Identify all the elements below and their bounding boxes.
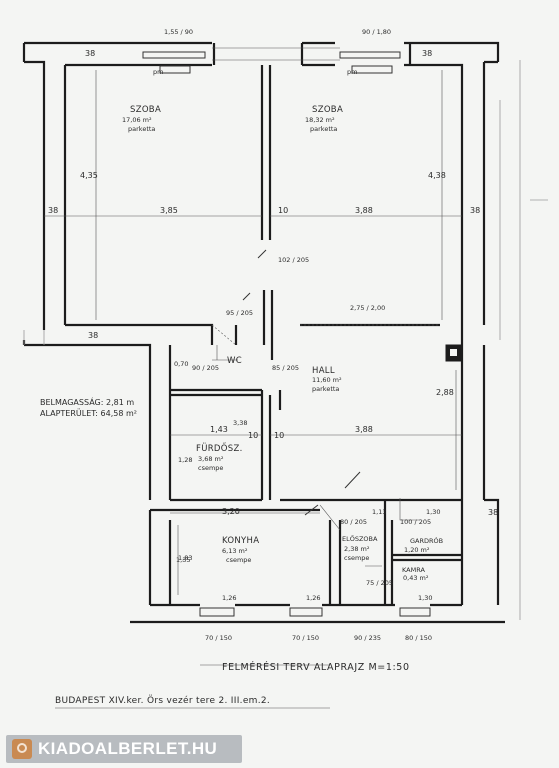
room-labels: SZOBA 17,06 m² parketta SZOBA 18,32 m² p… (40, 68, 443, 582)
parapet-label-left: pm (153, 68, 163, 76)
dim-label: 3,20 (222, 507, 240, 516)
room-name-furdo: FÜRDŐSZ. (196, 443, 243, 454)
room-area-szoba-1: 17,06 m² (122, 116, 152, 124)
dim-label: 1,30 (426, 508, 440, 516)
watermark-text: KIADOALBERLET.HU (38, 739, 218, 758)
dim-label: 38 (85, 49, 95, 58)
dim-label: 3,88 (355, 425, 373, 434)
room-area-eloszoba: 2,38 m² (344, 545, 370, 553)
dim-label: 3,38 (233, 419, 247, 427)
room-floor-eloszoba: csempe (344, 554, 369, 562)
room-floor-szoba-2: parketta (310, 125, 337, 133)
dim-label: 2,75 / 2,00 (350, 304, 385, 312)
ceiling-height-label: BELMAGASSÁG: 2,81 m (40, 396, 134, 407)
dim-label: 95 / 205 (226, 309, 253, 317)
dim-label: 1,28 (178, 456, 192, 464)
room-floor-szoba-1: parketta (128, 125, 155, 133)
dim-label: 102 / 205 (278, 256, 309, 264)
room-name-konyha: KONYHA (222, 536, 259, 546)
dim-label: 2,88 (436, 388, 454, 397)
dim-label: 38 (88, 331, 98, 340)
dim-label: 10 (274, 431, 284, 440)
floor-area-label: ALAPTERÜLET: 64,58 m² (40, 408, 137, 418)
dim-label: 38 (422, 49, 432, 58)
room-area-furdo: 3,68 m² (198, 455, 224, 463)
dim-label: 3,88 (355, 206, 373, 215)
dim-label: 75 / 205 (366, 579, 393, 587)
room-floor-konyha: csempe (226, 556, 251, 564)
dim-label: 38 (48, 206, 58, 215)
house-logo-icon (12, 739, 32, 759)
dim-label: 10 (278, 206, 288, 215)
dim-label: 1,55 / 90 (164, 28, 193, 36)
dim-label: 1,35 (176, 556, 190, 564)
dim-label: 38 (488, 508, 498, 517)
dim-label: 70 / 150 (205, 634, 232, 642)
room-area-hall: 11,60 m² (312, 376, 342, 384)
dim-label: 80 / 205 (340, 518, 367, 526)
dim-label: 100 / 205 (400, 518, 431, 526)
room-area-kamra: 0,43 m² (403, 574, 429, 582)
drawing-title: FELMÉRÉSI TERV ALAPRAJZ M=1:50 (222, 661, 410, 673)
dim-label: 1,13 (372, 508, 386, 516)
dim-label: 1,43 (210, 425, 228, 434)
room-name-szoba-1: SZOBA (130, 105, 161, 115)
dim-label: 3,85 (160, 206, 178, 215)
room-name-gardrob: GARDRÓB (410, 536, 443, 545)
dim-label: 1,83 (178, 554, 192, 562)
room-area-konyha: 6,13 m² (222, 547, 248, 555)
dim-label: 0,70 (174, 360, 188, 368)
dim-label: 80 / 150 (405, 634, 432, 642)
room-floor-furdo: csempe (198, 464, 223, 472)
dim-label: 1,26 (222, 594, 236, 602)
site-watermark: KIADOALBERLET.HU (6, 735, 242, 763)
room-name-szoba-2: SZOBA (312, 105, 343, 115)
dim-label: 10 (248, 431, 258, 440)
walls (22, 41, 548, 709)
dim-label: 4,35 (80, 171, 98, 180)
room-floor-hall: parketta (312, 385, 339, 393)
room-name-eloszoba: ELŐSZOBA (342, 534, 378, 543)
dim-label: 1,26 (306, 594, 320, 602)
dimension-labels: 1,55 / 90 90 / 1,80 38 38 38 38 3,85 3,8… (48, 28, 498, 642)
dim-label: 90 / 205 (192, 364, 219, 372)
dim-label: 4,38 (428, 171, 446, 180)
dim-label: 1,30 (418, 594, 432, 602)
address-line: BUDAPEST XIV.ker. Örs vezér tere 2. III.… (55, 695, 270, 706)
room-area-gardrob: 1,20 m² (404, 546, 430, 554)
parapet-label-right: pm (347, 68, 357, 76)
room-name-wc: WC (227, 356, 242, 366)
room-area-szoba-2: 18,32 m² (305, 116, 335, 124)
dim-label: 85 / 205 (272, 364, 299, 372)
room-name-kamra: KAMRA (402, 566, 425, 574)
dim-label: 70 / 150 (292, 634, 319, 642)
dim-label: 90 / 1,80 (362, 28, 391, 36)
dim-label: 90 / 235 (354, 634, 381, 642)
room-name-hall: HALL (312, 366, 335, 376)
dim-label: 38 (470, 206, 480, 215)
